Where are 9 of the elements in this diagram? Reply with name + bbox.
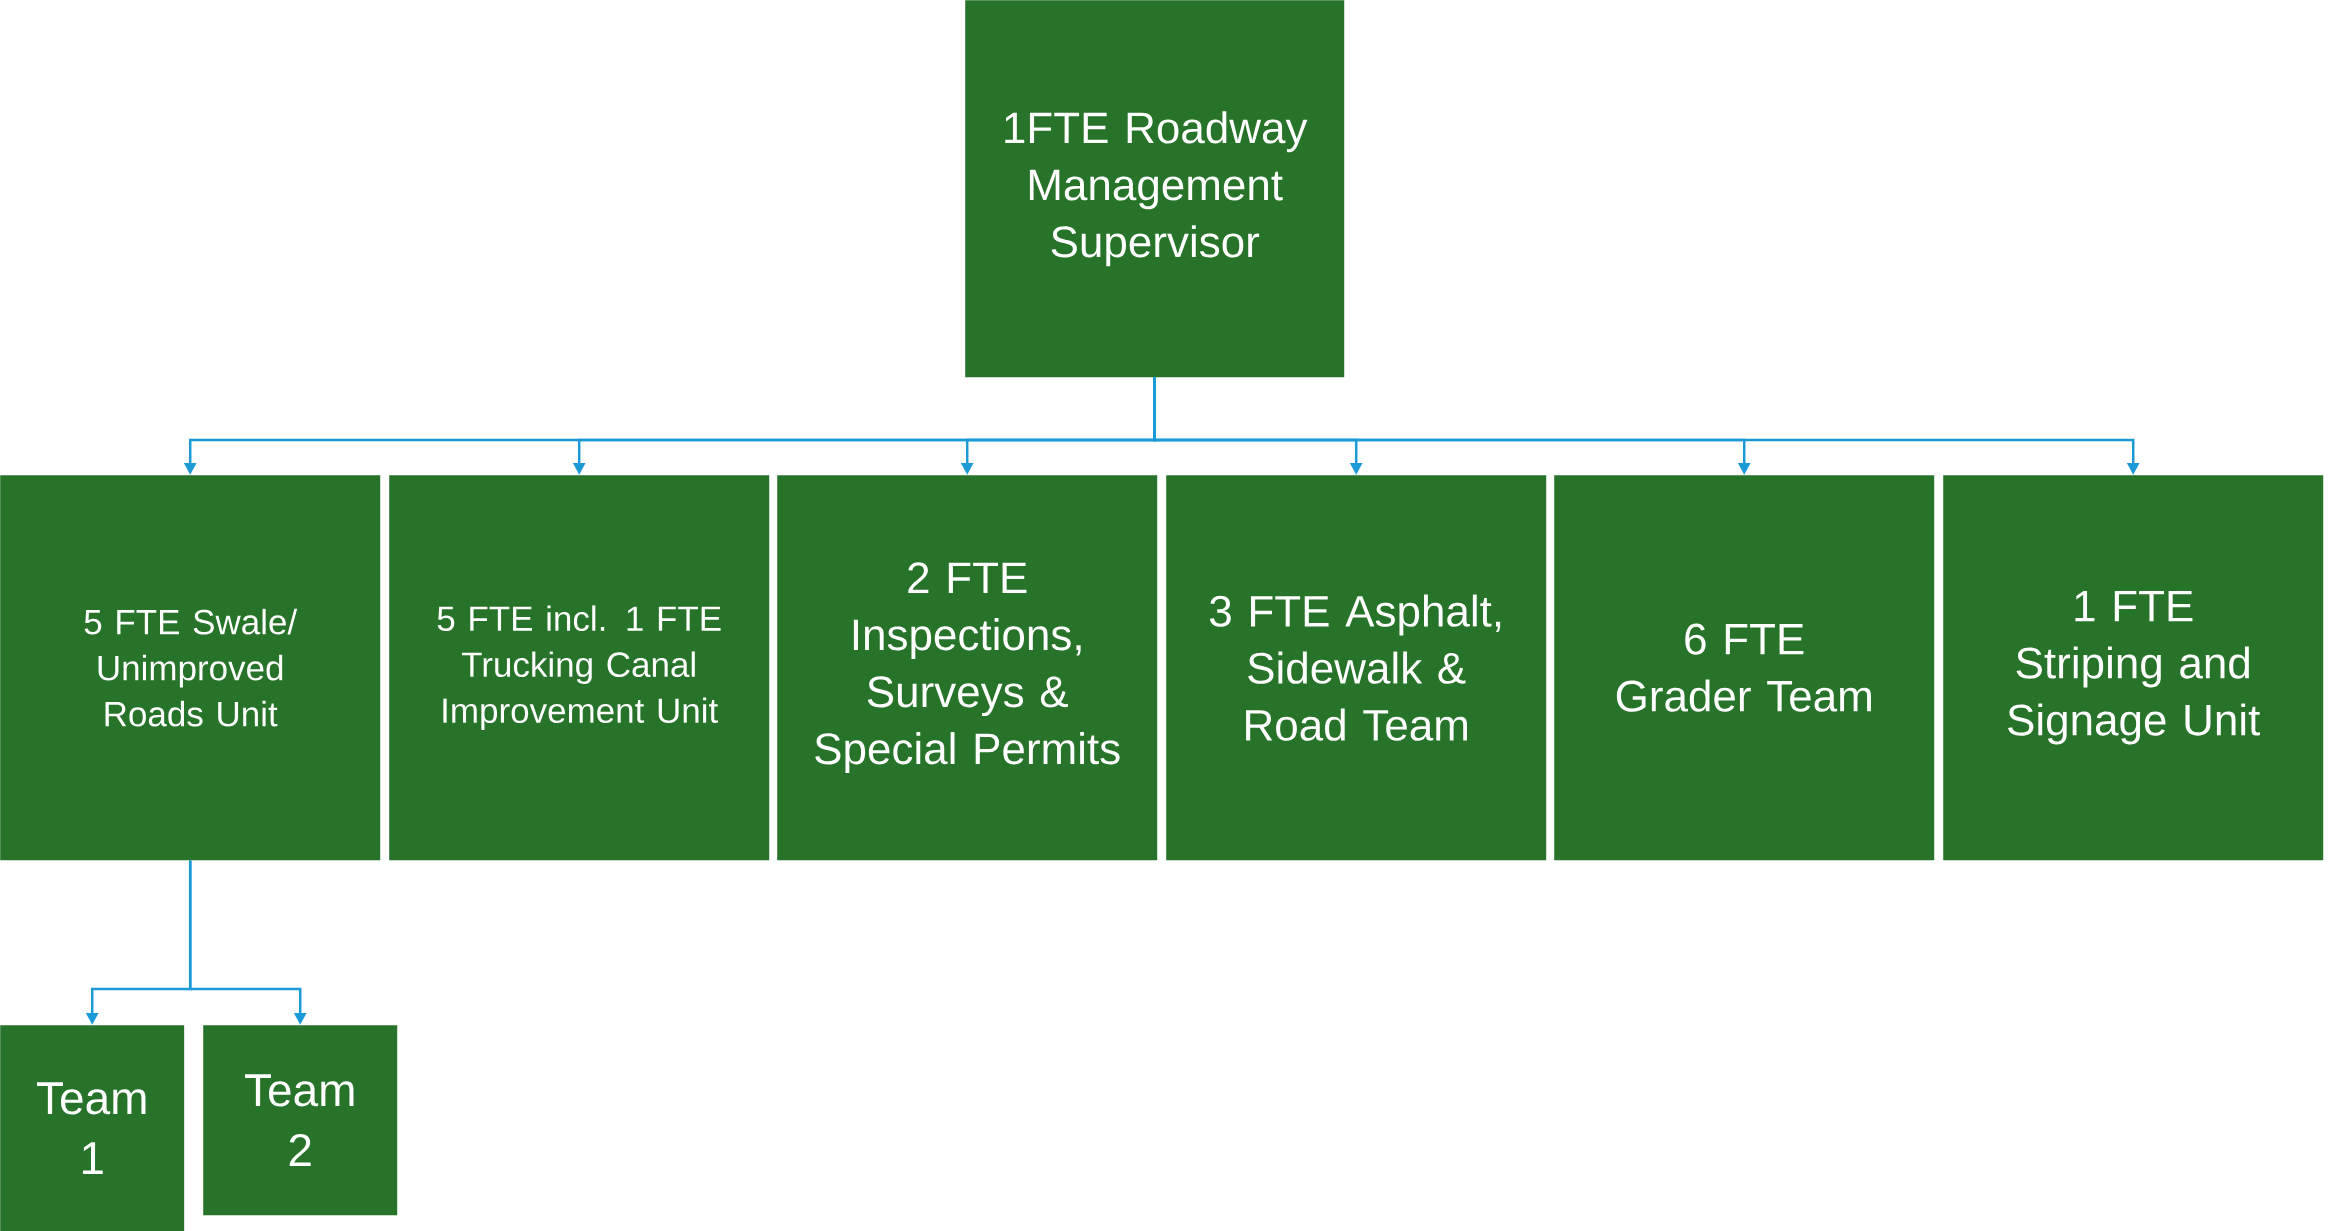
org-box: 1FTE Roadway Management Supervisor (965, 0, 1345, 378)
org-box: Team 2 (203, 1025, 398, 1216)
org-box: 2 FTE Inspections, Surveys & Special Permits (777, 475, 1158, 861)
org-box: 1 FTE Striping and Signage Unit (1943, 475, 2324, 861)
org-box: Team 1 (0, 1025, 185, 1231)
org-box: 5 FTE Swale/ Unimproved Roads Unit (0, 475, 381, 861)
org-box: 3 FTE Asphalt, Sidewalk & Road Team (1166, 475, 1547, 861)
org-box: 6 FTE Grader Team (1554, 475, 1935, 861)
org-box: 5 FTE incl. 1 FTE Trucking Canal Improvement Unit (389, 475, 770, 861)
